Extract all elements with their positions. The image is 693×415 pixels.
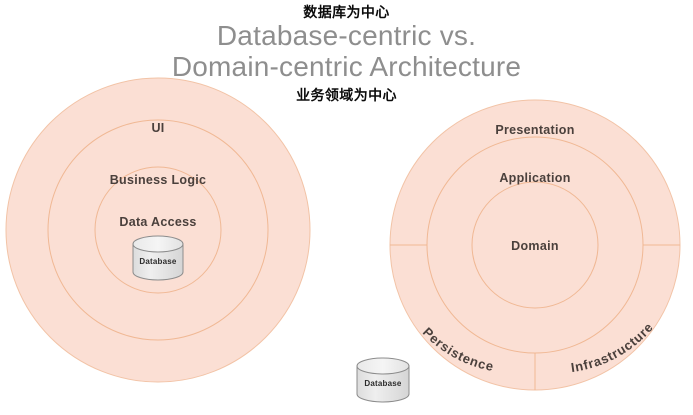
- title-line-2: Domain-centric Architecture: [171, 51, 522, 82]
- cylinder-label: Database: [139, 257, 177, 266]
- chinese-annotation-domain-centric: 业务领域为中心: [296, 88, 397, 104]
- title-line-1: Database-centric vs.: [216, 20, 477, 51]
- cylinder-body: [132, 243, 184, 281]
- domain-centric-diagram: Presentation Application Domain Persiste…: [389, 99, 681, 391]
- ring-label-application: Application: [499, 171, 570, 185]
- database-centric-diagram: UI Business Logic Data Access Database: [5, 77, 311, 383]
- cylinder-label: Database: [364, 379, 402, 388]
- ring-label-presentation: Presentation: [495, 123, 574, 137]
- cylinder-top: [356, 357, 410, 375]
- ring-label-ui: UI: [151, 121, 164, 135]
- cylinder-body: [356, 365, 410, 403]
- ring-label-data-access: Data Access: [119, 215, 196, 229]
- database-cylinder-external: Database: [356, 357, 410, 403]
- ring-data-access: [94, 166, 222, 294]
- cylinder-top: [132, 235, 184, 253]
- ring-label-business-logic: Business Logic: [110, 173, 207, 187]
- ring-domain: [471, 181, 599, 309]
- chinese-annotation-database-centric: 数据库为中心: [303, 5, 390, 21]
- ring-label-domain: Domain: [511, 239, 559, 253]
- database-cylinder-inner: Database: [132, 235, 184, 281]
- page-title: Database-centric vs. Domain-centric Arch…: [0, 20, 693, 82]
